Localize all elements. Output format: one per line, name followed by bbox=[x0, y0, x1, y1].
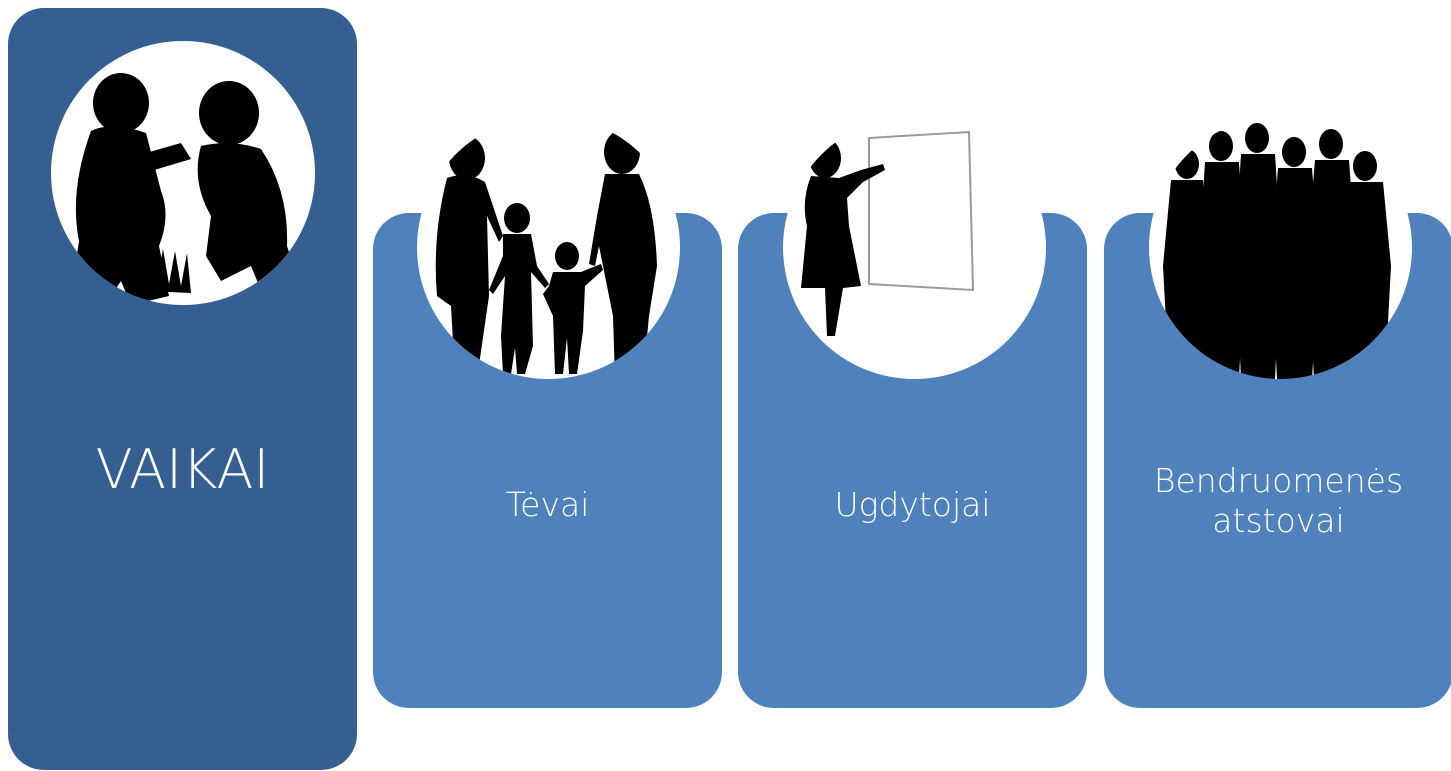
community-silhouette-icon bbox=[1149, 116, 1412, 379]
card-label-vaikai: VAIKAI bbox=[95, 438, 270, 501]
family-silhouette-icon bbox=[417, 116, 680, 379]
card-label-bendruomene: Bendruomenės atstovai bbox=[1104, 461, 1451, 540]
card-label-bendruomene-line1: Bendruomenės bbox=[1153, 461, 1404, 500]
teacher-silhouette-icon bbox=[783, 116, 1046, 379]
card-label-ugdytojai: Ugdytojai bbox=[834, 485, 991, 524]
card-label-tevai: Tėvai bbox=[505, 485, 590, 524]
card-label-bendruomene-line2: atstovai bbox=[1212, 500, 1345, 540]
children-silhouette-icon bbox=[51, 41, 315, 305]
